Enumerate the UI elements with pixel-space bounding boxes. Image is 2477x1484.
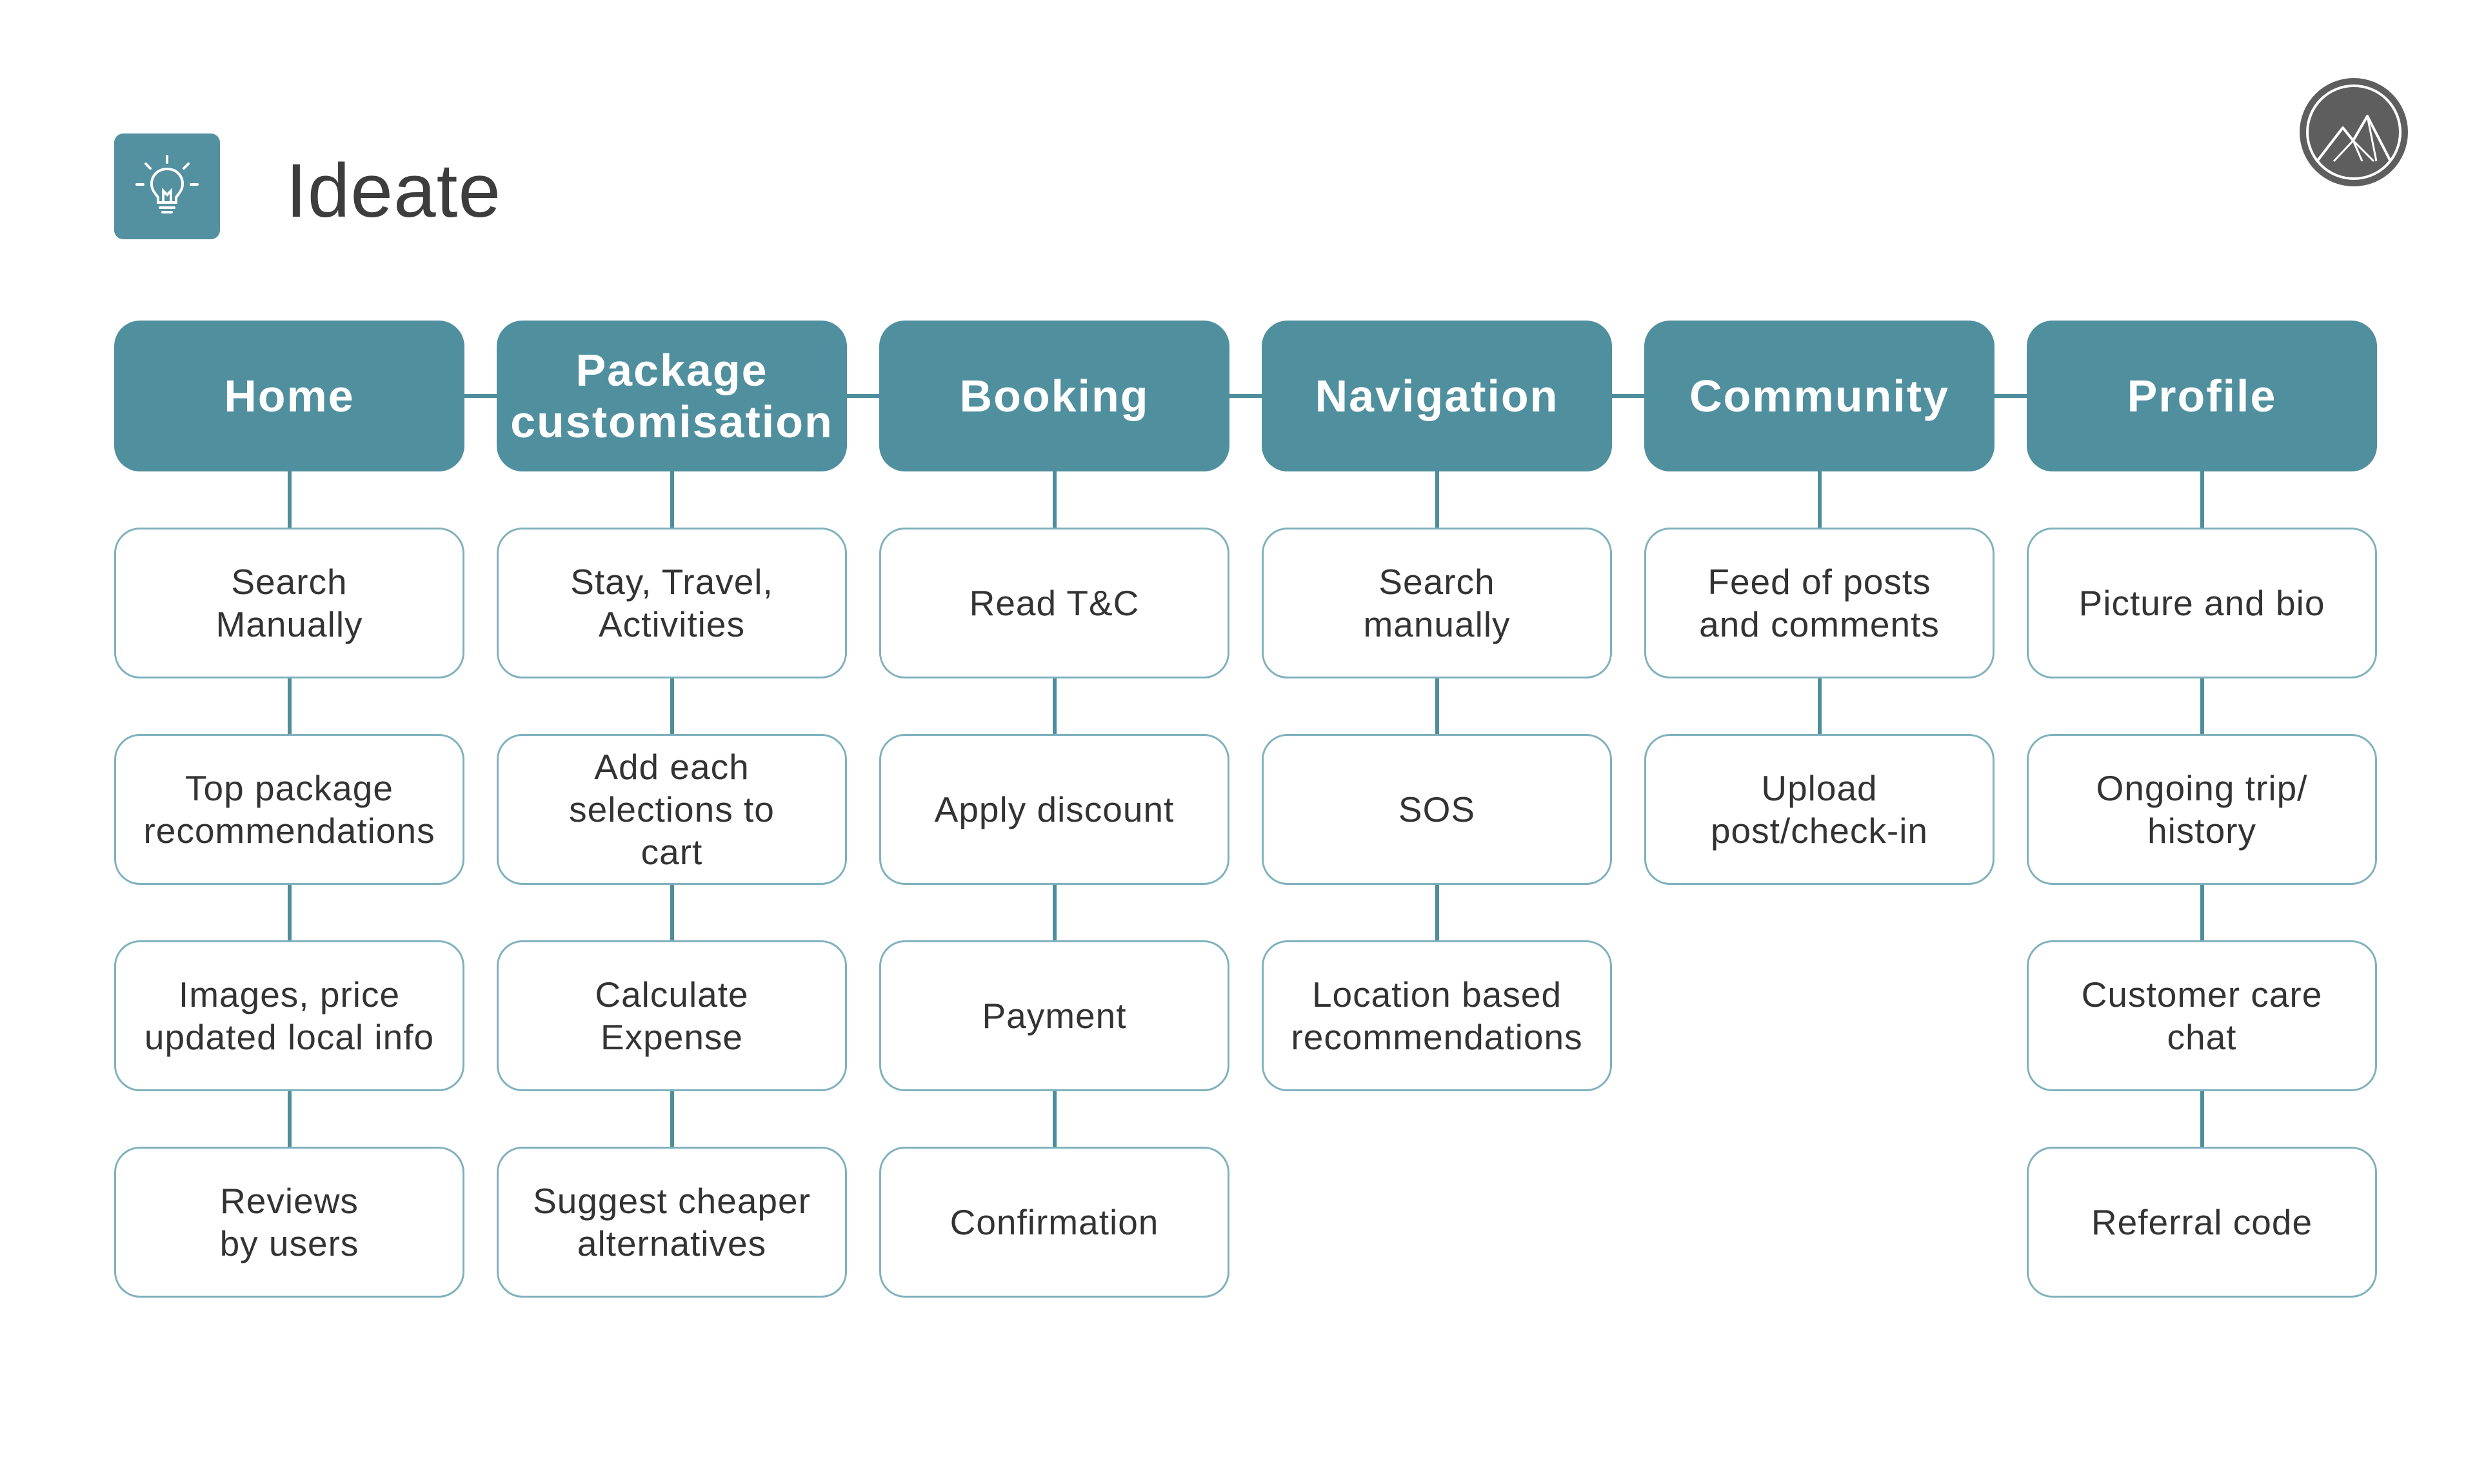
column-header-profile: Profile <box>2027 321 2377 471</box>
column-header-booking: Booking <box>879 321 1229 471</box>
page-title: Ideate <box>286 148 502 233</box>
column-connector <box>2200 885 2204 940</box>
column-connector <box>670 1091 674 1147</box>
column-connector <box>1052 471 1057 528</box>
lightbulb-icon <box>135 155 199 213</box>
idea-node: Upload post/check-in <box>1644 734 1995 885</box>
column-connector <box>1817 678 1822 734</box>
idea-node: Ongoing trip/ history <box>2027 734 2377 885</box>
column-connector <box>670 885 674 940</box>
idea-node: Apply discount <box>879 734 1229 885</box>
column-connector <box>287 471 292 528</box>
header-connector <box>1229 394 1262 398</box>
column-connector <box>287 1091 292 1147</box>
idea-node: Add each selections to cart <box>497 734 847 885</box>
column-connector <box>287 678 292 734</box>
idea-node: Stay, Travel, Activities <box>497 528 847 678</box>
idea-node: Suggest cheaper alternatives <box>497 1147 847 1298</box>
column-connector <box>670 678 674 734</box>
column-connector <box>1435 471 1439 528</box>
column-connector <box>2200 1091 2204 1147</box>
column-header-package-customisation: Package customisation <box>497 321 847 471</box>
column-connector <box>2200 471 2204 528</box>
idea-node: Customer care chat <box>2027 940 2377 1091</box>
column-connector <box>1052 885 1057 940</box>
column-connector <box>670 471 674 528</box>
header-connector <box>464 394 497 398</box>
idea-node: Reviews by users <box>114 1147 464 1298</box>
column-connector <box>1052 678 1057 734</box>
idea-node: Top package recommendations <box>114 734 464 885</box>
header-connector <box>847 394 879 398</box>
idea-node: Search Manually <box>114 528 464 678</box>
idea-node: Payment <box>879 940 1229 1091</box>
header-connector <box>1612 394 1644 398</box>
idea-node: Location based recommendations <box>1262 940 1612 1091</box>
idea-node: Confirmation <box>879 1147 1229 1298</box>
column-connector <box>1435 678 1439 734</box>
idea-node: Referral code <box>2027 1147 2377 1298</box>
idea-node: Picture and bio <box>2027 528 2377 678</box>
header-connector <box>1995 394 2027 398</box>
idea-node: Calculate Expense <box>497 940 847 1091</box>
column-connector <box>2200 678 2204 734</box>
idea-node: Read T&C <box>879 528 1229 678</box>
column-header-community: Community <box>1644 321 1995 471</box>
column-connector <box>287 885 292 940</box>
column-header-home: Home <box>114 321 464 471</box>
column-connector <box>1052 1091 1057 1147</box>
idea-node: Search manually <box>1262 528 1612 678</box>
column-header-navigation: Navigation <box>1262 321 1612 471</box>
idea-node: Images, price updated local info <box>114 940 464 1091</box>
column-connector <box>1817 471 1822 528</box>
mountain-logo-icon <box>2300 78 2408 186</box>
idea-node: Feed of posts and comments <box>1644 528 1995 678</box>
idea-node: SOS <box>1262 734 1612 885</box>
ideate-badge <box>114 134 220 239</box>
column-connector <box>1435 885 1439 940</box>
